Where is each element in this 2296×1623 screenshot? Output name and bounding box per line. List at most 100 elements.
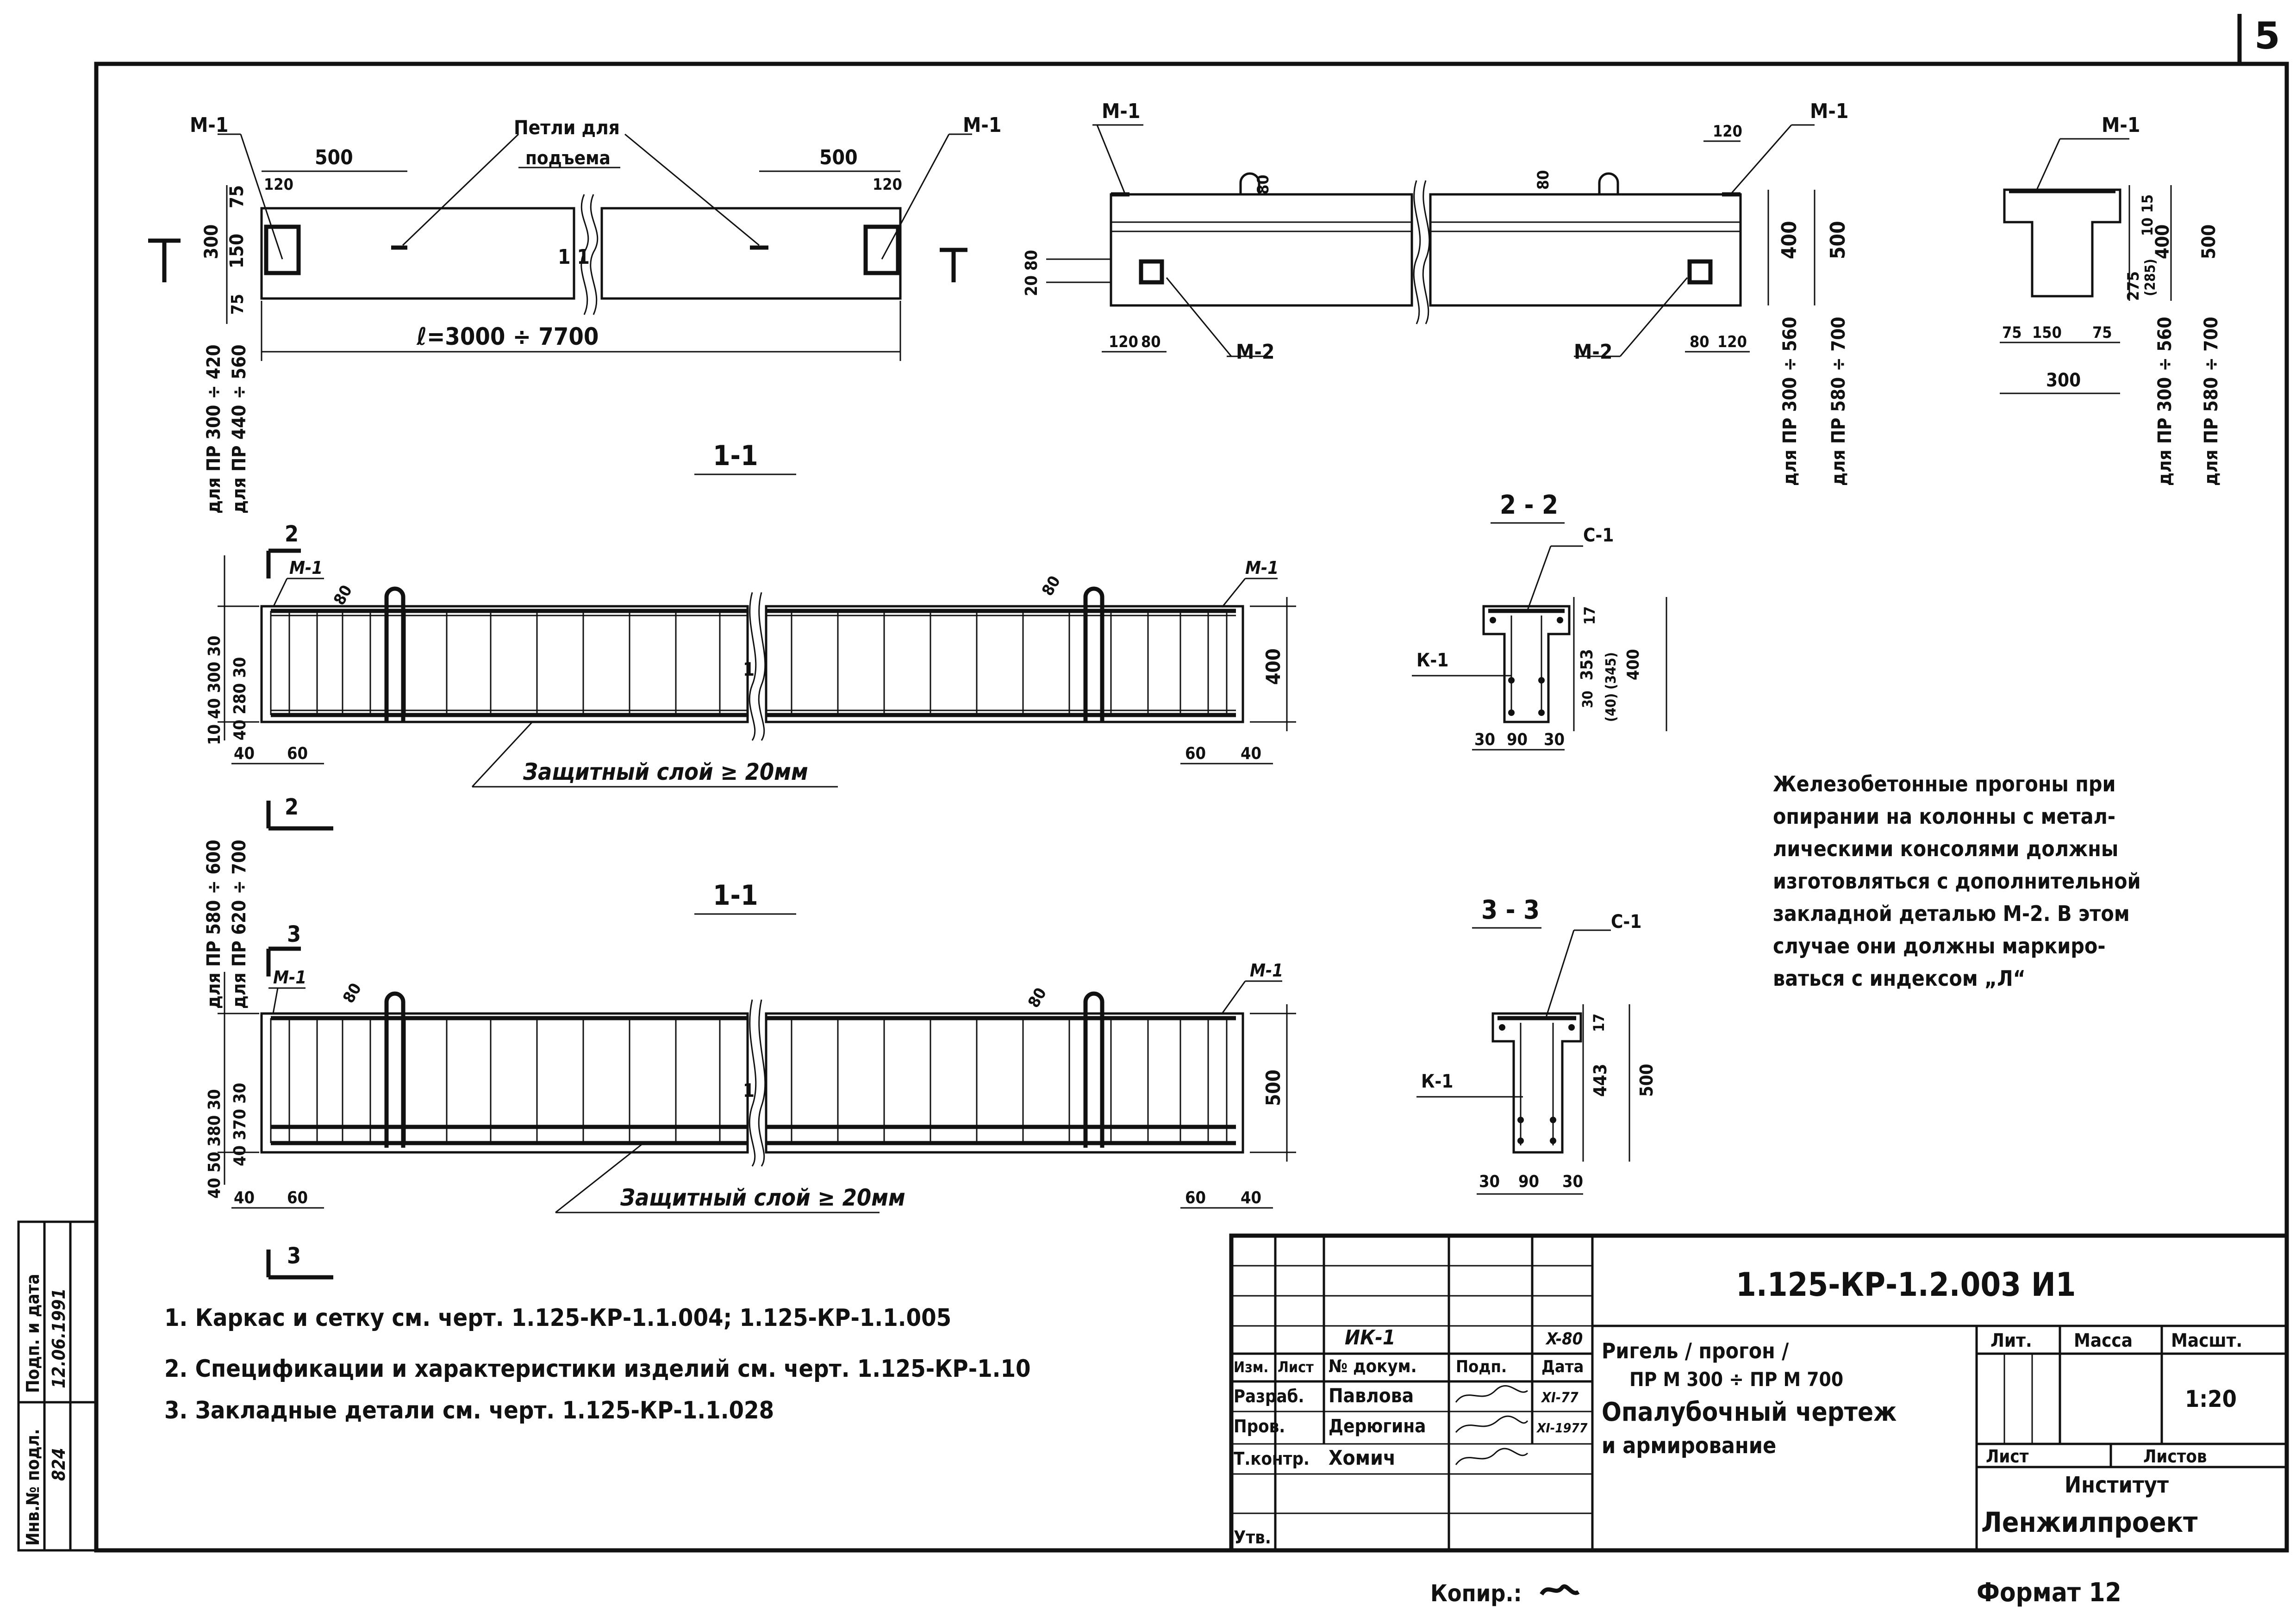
general-notes: 1. Каркас и сетку см. черт. 1.125-КР-1.1… — [164, 1304, 1031, 1424]
section-22-w30a: 30 — [1474, 730, 1495, 749]
section-33-d443: 443 — [1590, 1064, 1610, 1097]
end-m1: М-1 — [2102, 113, 2140, 137]
section-1a-left-dims-b: 40 280 30 — [231, 657, 250, 740]
end-w150: 150 — [2032, 323, 2062, 342]
side-dim-20: 20 — [1022, 275, 1041, 296]
section-1a-m1-right: М-1 — [1245, 558, 1279, 578]
section-33-d500: 500 — [1636, 1064, 1657, 1097]
side-h400: 400 — [1778, 221, 1801, 259]
title-line-4: и армирование — [1602, 1433, 1776, 1459]
section-1b-b60-r: 60 — [1185, 1188, 1206, 1207]
end-d285: (285) — [2142, 259, 2159, 296]
loops-label-1: Петли для — [514, 116, 620, 139]
side-dim-80-r: 80 — [1690, 333, 1710, 351]
top-view: М-1 М-1 Петли для подъема 500 500 120 12… — [148, 113, 1001, 361]
note-line-5: закладной деталью М-2. В этом — [1773, 901, 2130, 926]
general-note-3: 3. Закладные детали см. черт. 1.125-КР-1… — [164, 1397, 774, 1424]
section-1a-cut-top: 2 — [285, 521, 299, 547]
section-1b-stirrups — [270, 1018, 1228, 1143]
section-1a-title: 1-1 — [713, 440, 758, 472]
end-d500: 500 — [2198, 224, 2220, 259]
format-label: Формат 12 — [1977, 1578, 2121, 1608]
tb-rev-date: X-80 — [1545, 1330, 1583, 1349]
side-dim-80-b: 80 — [1534, 170, 1553, 190]
section-22-k1: К-1 — [1416, 650, 1448, 671]
title-block: 1.125-КР-1.2.003 И1 Ригель / прогон / ПР… — [1229, 1233, 2289, 1553]
general-note-2: 2. Спецификации и характеристики изделий… — [164, 1355, 1031, 1383]
section-33-k1: К-1 — [1421, 1071, 1453, 1092]
section-22-title: 2 - 2 — [1500, 490, 1558, 520]
tb-r1-date: XI-77 — [1541, 1390, 1578, 1406]
title-code: 1.125-КР-1.2.003 И1 — [1736, 1266, 2076, 1304]
end-d10: 10 — [2139, 218, 2156, 236]
section-1a-b60-l: 60 — [287, 744, 308, 763]
side-m1-left: М-1 — [1102, 99, 1140, 123]
section-33-w90: 90 — [1518, 1172, 1539, 1191]
side-for-a: для ПР 300 ÷ 560 — [1779, 317, 1801, 486]
top-section-marks: 1 1 — [558, 245, 590, 269]
section-33-c1: С-1 — [1611, 911, 1641, 933]
side-m1-right: М-1 — [1810, 99, 1848, 123]
section-1a-for-a: для ПР 300 ÷ 420 — [203, 345, 225, 514]
section-22-d400: 400 — [1624, 649, 1643, 680]
section-2-2: 2 - 2 С-1 К-1 17 353 (345) 400 30 (40) 3… — [1412, 490, 1667, 751]
section-33-w30a: 30 — [1479, 1172, 1500, 1191]
side-dim-120-l: 120 — [1109, 333, 1138, 351]
section-22-d17: 17 — [1581, 606, 1598, 625]
left-stamp: Инв.№ подл. Подп. и дата 824 12.06.1991 — [17, 1220, 98, 1552]
general-note-1: 1. Каркас и сетку см. черт. 1.125-КР-1.1… — [164, 1304, 951, 1332]
note-line-1: Железобетонные прогоны при — [1773, 771, 2115, 796]
section-1a-d80-r: 80 — [1038, 573, 1064, 599]
tb-hdr-list: Лист — [1278, 1358, 1314, 1376]
tb-hdr-date: Дата — [1541, 1357, 1584, 1376]
side-view: М-1 М-1 М-2 М-2 80 80 120 20 80 120 80 8… — [1022, 99, 1850, 486]
section-1b-for-a: для ПР 580 ÷ 600 — [203, 840, 225, 1009]
end-d275: 275 — [2124, 271, 2143, 301]
top-dim-120-right: 120 — [873, 175, 902, 194]
title-line-2: ПР М 300 ÷ ПР М 700 — [1629, 1368, 1843, 1391]
top-dim-500-right: 500 — [819, 146, 858, 169]
tb-rev-izm: ИК-1 — [1345, 1326, 1395, 1349]
note-line-2: опирании на колонны с метал- — [1773, 804, 2115, 829]
tb-scale-value: 1:20 — [2185, 1386, 2237, 1412]
section-1b-left-dims: 40 50 380 30 — [205, 1089, 224, 1199]
tb-sheet-label: Лист — [1986, 1446, 2029, 1467]
section-1a-left-dims: 10 40 300 30 — [205, 635, 224, 745]
tb-r1-name: Павлова — [1329, 1384, 1414, 1407]
section-1b-m1-right: М-1 — [1250, 960, 1283, 981]
section-22-d30: 30 — [1580, 690, 1596, 708]
top-m1-right: М-1 — [963, 113, 1001, 137]
end-d15: 15 — [2139, 194, 2156, 213]
end-view: М-1 15 10 275 (285) 400 500 75 150 75 30… — [2000, 113, 2222, 486]
sheet-number: 5 — [2254, 14, 2280, 57]
tb-org-2: Ленжилпроект — [1981, 1506, 2198, 1539]
top-dim-150: 150 — [226, 234, 248, 268]
section-22-d40: (40) — [1603, 693, 1619, 722]
section-22-w90: 90 — [1507, 730, 1528, 749]
section-1b-title: 1-1 — [713, 879, 758, 912]
side-m2-right: М-2 — [1574, 340, 1612, 364]
section-1b-b60-l: 60 — [287, 1188, 308, 1207]
section-3-3: 3 - 3 С-1 К-1 17 443 500 30 90 30 — [1416, 895, 1657, 1195]
note-line-4: изготовляться с дополнительной — [1773, 869, 2141, 894]
section-1a-cover: Защитный слой ≥ 20мм — [523, 759, 808, 785]
tb-r4-role: Утв. — [1234, 1527, 1271, 1548]
tb-r1-role: Разраб. — [1234, 1386, 1304, 1406]
section-22-c1: С-1 — [1583, 525, 1614, 546]
tb-r3-role: Т.контр. — [1234, 1449, 1310, 1469]
end-d400: 400 — [2152, 224, 2173, 259]
section-33-title: 3 - 3 — [1481, 895, 1540, 925]
section-1b-break: 1 — [743, 1080, 755, 1101]
tb-r2-date: XI-1977 — [1536, 1420, 1588, 1436]
note-line-3: лическими консолями должны — [1773, 836, 2118, 861]
tb-lit-label: Лит. — [1990, 1330, 2032, 1351]
section-1a-h400: 400 — [1262, 648, 1285, 685]
top-span-dim: ℓ=3000 ÷ 7700 — [416, 323, 599, 351]
title-line-1: Ригель / прогон / — [1602, 1338, 1789, 1363]
top-dim-120-left: 120 — [264, 175, 293, 194]
section-1b-cut-bottom: 3 — [287, 1243, 301, 1269]
section-1b-m1-left: М-1 — [273, 967, 306, 988]
drawing-frame — [94, 62, 2289, 1553]
section-33-d17: 17 — [1590, 1014, 1608, 1032]
